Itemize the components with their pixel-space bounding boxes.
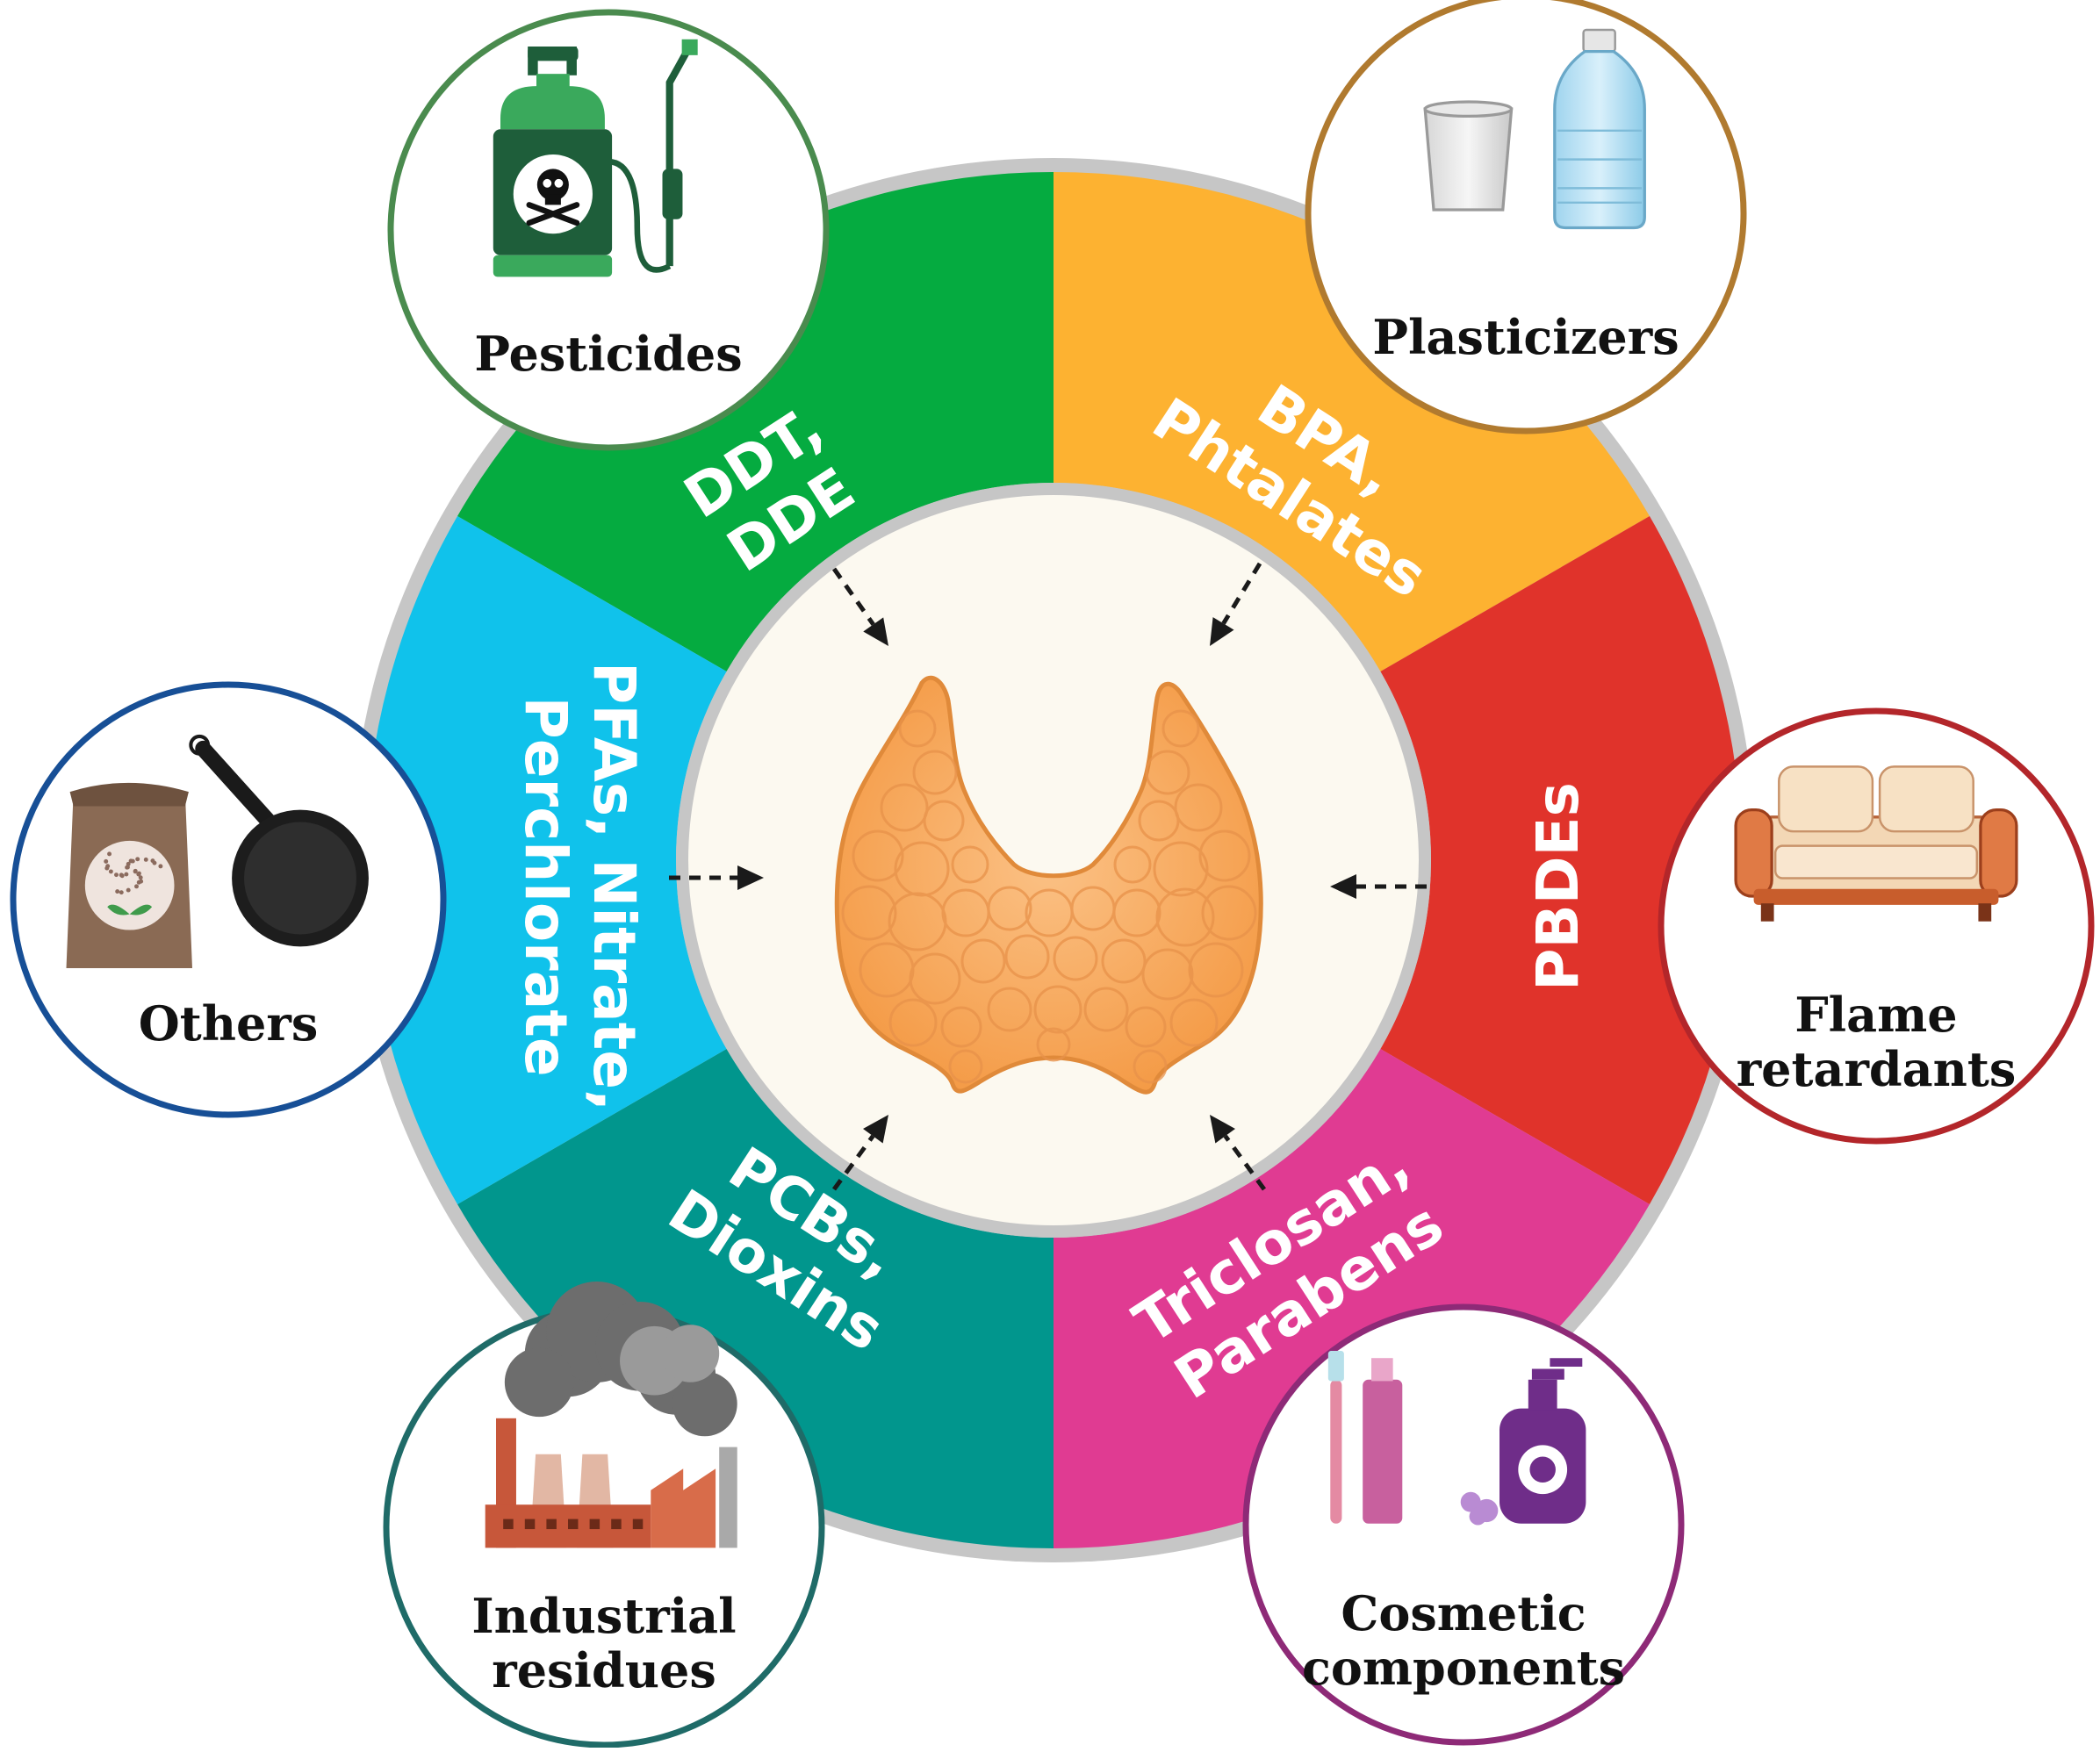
badge-pesticides: Pesticides (387, 9, 830, 451)
dashed-arrow (831, 1115, 888, 1191)
segment-label-line: Perchlorate (512, 696, 579, 1076)
segment-ring (364, 172, 1742, 1548)
badge-plasticizers: Plasticizers (1305, 0, 1747, 434)
badge-label: Pesticides (474, 326, 742, 382)
badge-label: Cosmetic (1341, 1585, 1586, 1641)
badge-label: residues (492, 1642, 716, 1698)
cosmetics-icon (1327, 1351, 1586, 1526)
badge-label: Flame (1794, 987, 1957, 1043)
segment-pesticides (457, 172, 1054, 671)
badge-label: Others (139, 995, 318, 1052)
dashed-arrow (669, 865, 764, 890)
segment-industrial (457, 1049, 1054, 1548)
exposure-arrows (669, 562, 1427, 1191)
dashed-arrow (831, 567, 888, 646)
segment-label-flame: PBDEs (1524, 782, 1592, 991)
dashed-arrow (1330, 874, 1427, 899)
factory-smoke-icon (485, 1282, 737, 1548)
segment-label-line: PFAs, Nitrate, (580, 662, 648, 1111)
badge-label: Plasticizers (1372, 309, 1679, 365)
fertilizer-bag-pan-icon (66, 734, 369, 968)
source-badges: Pesticides PlasticizersFlameretardantsCos… (10, 0, 2095, 1748)
center-disk (688, 495, 1419, 1225)
pesticide-sprayer-icon (493, 39, 698, 277)
badge-label: components (1302, 1640, 1625, 1696)
badge-label: Industrial (471, 1588, 736, 1644)
thyroid-gland-icon (834, 675, 1263, 1095)
plastic-bottle-cup-icon (1423, 28, 1646, 230)
segment-label-others: PFAs, Nitrate,Perchlorate (512, 662, 648, 1111)
dashed-arrow (1210, 562, 1262, 646)
segment-label-line: PBDEs (1524, 782, 1592, 991)
segment-plasticizers (1054, 172, 1650, 671)
dashed-arrow (1210, 1115, 1267, 1191)
badge-others: Others (10, 681, 447, 1118)
segment-flame (1380, 516, 1742, 1204)
segment-cosmetic (1054, 1049, 1650, 1548)
sofa-icon (1734, 765, 2018, 922)
badge-label: retardants (1737, 1041, 2017, 1097)
segment-others (364, 516, 727, 1204)
